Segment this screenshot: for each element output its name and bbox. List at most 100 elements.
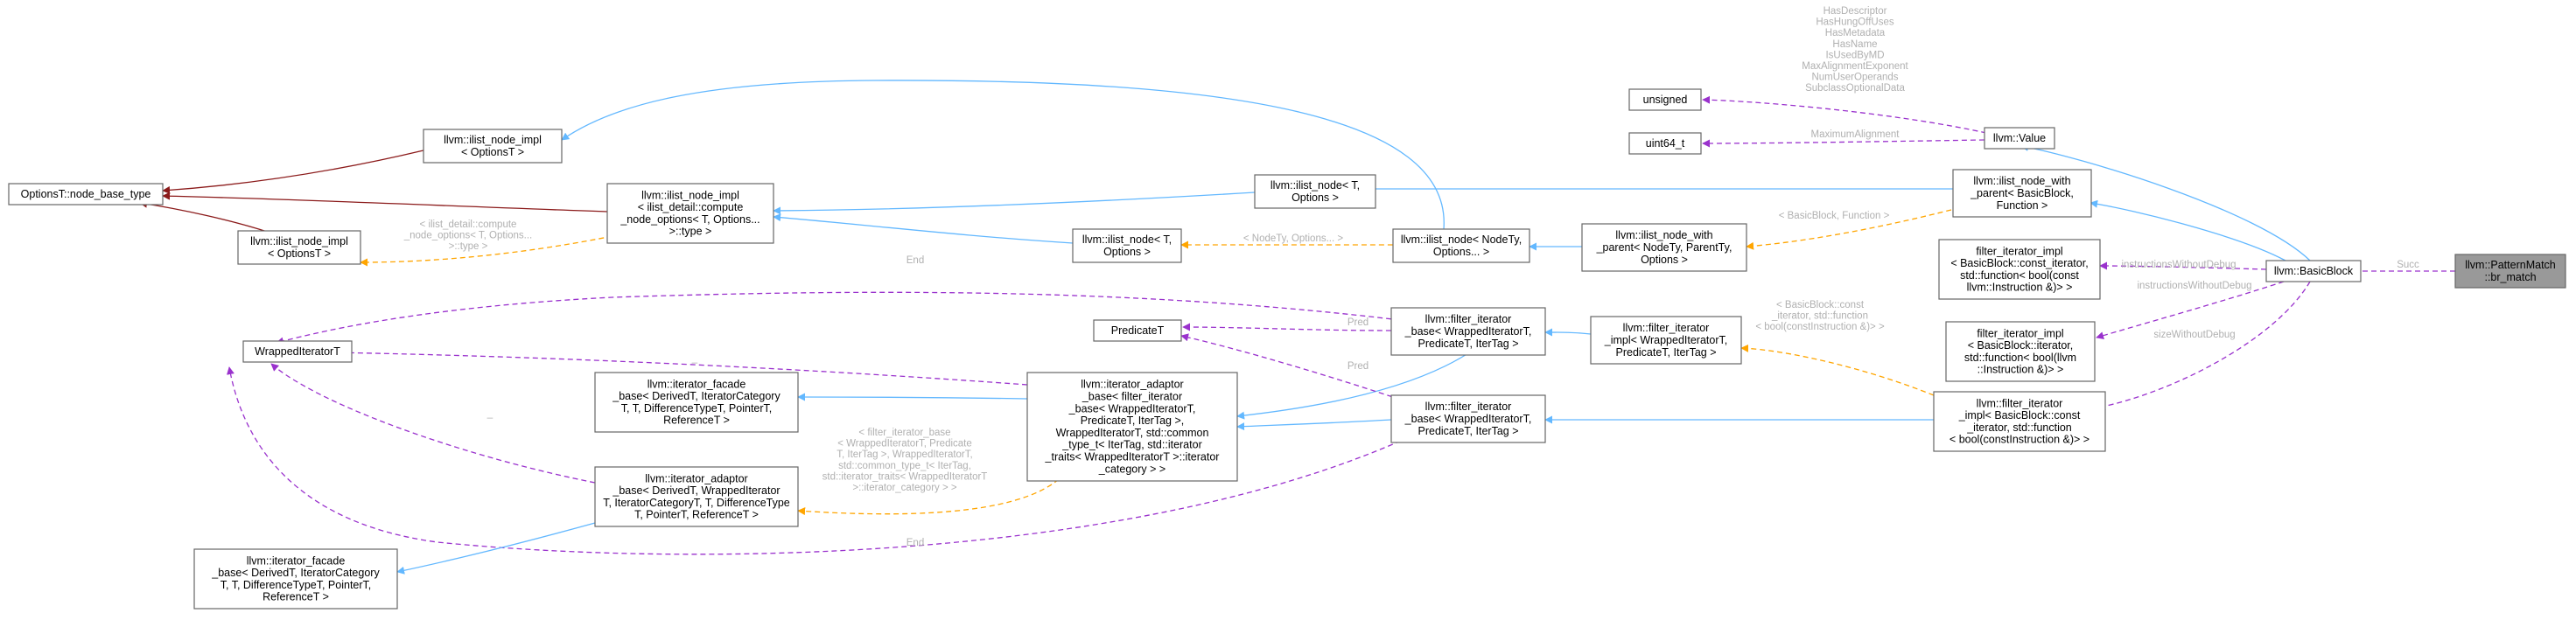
node-ilist-node-t-options-mid[interactable]: llvm::ilist_node< T,Options > [1072,228,1182,263]
edge-impl-compute-node-base-type [162,192,608,212]
node-label-line: llvm::iterator_adaptor [1081,379,1183,391]
node-label-line: < BasicBlock::iterator, [1968,339,2074,352]
node-options-node-base-type[interactable]: OptionsT::node_base_type [8,183,164,206]
node-label-line: _base< DerivedT, IteratorCategory [211,567,380,579]
node-label-line: _parent< NodeTy, ParentTy, [1596,241,1732,254]
edge-template-ilist-node-impl [360,235,613,267]
node-llvm-filter-iterator-impl-bb[interactable]: llvm::filter_iterator_impl< BasicBlock::… [1933,391,2106,452]
node-ilist-node-impl-left[interactable]: llvm::ilist_node_impl< OptionsT > [237,230,361,265]
node-label-line: ReferenceT > [663,415,730,427]
node-label-line: std::function< bool(llvm [1964,352,2076,364]
node-label-line: llvm::ilist_node_impl [444,134,542,146]
node-label-line: >::type > [669,226,712,238]
node-label: llvm::filter_iterator_base< WrappedItera… [1404,401,1532,437]
node-filter-iterator-impl-nonconst[interactable]: filter_iterator_impl< BasicBlock::iterat… [1945,321,2096,382]
node-label-line: llvm::ilist_node_with [1615,229,1712,241]
edge-label-line: >::iterator_category > > [852,483,957,493]
edge-filter-iterator-impl-base-top [1544,328,1592,337]
edge-adaptor-generic-wrapped [270,363,596,484]
node-ilist-node-impl-compute[interactable]: llvm::ilist_node_impl< ilist_detail::com… [606,183,774,244]
node-filter-iterator-base-top[interactable]: llvm::filter_iterator_base< WrappedItera… [1390,307,1546,356]
edge-label-line: < ilist_detail::compute [420,219,517,230]
edge-value-unsigned [1702,95,1987,134]
node-box [193,548,398,610]
edge-filter-base-bottom-predicate [1180,333,1410,403]
node-label-line: llvm::filter_iterator [1425,401,1512,413]
edge-adaptor-filter-wrapped [279,347,1028,386]
edge-label-line: HasName [1832,39,1877,50]
node-label-line: _category > > [1098,463,1166,475]
node-wrapped-iterator-t[interactable]: WrappedIteratorT [242,340,353,363]
edge-label-line: < WrappedIteratorT, Predicate [837,439,972,449]
node-label-line: _impl< WrappedIteratorT, [1604,334,1727,346]
edge-filter-base-bottom-wrapped-end [227,366,1410,555]
edge-label-size-without-debug: sizeWithoutDebug [2153,330,2235,340]
node-label-line: llvm::ilist_node< T, [1270,179,1360,192]
node-box [1390,394,1546,443]
node-box [1390,307,1546,356]
edge-filter-base-bottom-adaptor [1236,419,1392,431]
node-label-line: llvm::BasicBlock [2274,265,2354,277]
node-label: WrappedIteratorT [255,345,340,358]
node-label: llvm::filter_iterator_impl< WrappedItera… [1604,322,1727,359]
edge-value-uint64 [1702,139,1985,148]
node-label: llvm::ilist_node_impl< OptionsT > [444,134,542,158]
edge-basicblock-value [2020,143,2311,261]
edge-filter-base-top-wrapped-end [276,291,1401,345]
node-ilist-node-impl-top[interactable]: llvm::ilist_node_impl< OptionsT > [423,129,563,164]
node-label: llvm::iterator_facade_base< DerivedT, It… [211,554,380,603]
node-label-line: llvm::ilist_node< NodeTy, [1401,233,1522,246]
node-box [594,466,799,527]
node-unsigned[interactable]: unsigned [1628,88,1702,111]
node-filter-iterator-base-bottom[interactable]: llvm::filter_iterator_base< WrappedItera… [1390,394,1546,443]
edge-label-instructions-without-debug-1: instructionsWithoutDebug [2121,260,2236,270]
node-iterator-facade-base-bottom[interactable]: llvm::iterator_facade_base< DerivedT, It… [193,548,398,610]
node-box [1254,174,1376,209]
node-ilist-node-t-options-top[interactable]: llvm::ilist_node< T,Options > [1254,174,1376,209]
edge-label-line: T, IterTag >, WrappedIteratorT, [836,449,972,460]
node-predicate-t[interactable]: PredicateT [1093,319,1182,342]
node-iterator-adaptor-base-filter[interactable]: llvm::iterator_adaptor_base< filter_iter… [1026,372,1238,482]
node-uint64[interactable]: uint64_t [1628,132,1702,155]
node-label-line: _base< WrappedIteratorT, [1068,402,1196,415]
node-label: llvm::iterator_adaptor_base< filter_iter… [1045,379,1220,476]
node-iterator-adaptor-base-generic[interactable]: llvm::iterator_adaptor_base< DerivedT, W… [594,466,799,527]
node-box [1026,372,1238,482]
edge-basicblock-llvm-filter-iterator-impl [2097,281,2311,410]
edge-label-maximum-alignment: MaximumAlignment [1811,129,1900,140]
node-label-line: PredicateT, IterTag > [1616,346,1717,359]
edge-label-line: HasHungOffUses [1816,17,1894,28]
node-label-line: llvm::ilist_node_impl [250,235,348,247]
node-label-line: PredicateT [1111,324,1165,337]
edge-impl-top-node-base-type [162,150,424,194]
node-ilist-node-with-parent-bb[interactable]: llvm::ilist_node_with_parent< BasicBlock… [1952,169,2092,218]
node-label: llvm::ilist_node_impl< ilist_detail::com… [620,189,760,237]
node-value[interactable]: llvm::Value [1984,127,2055,150]
node-box [1392,228,1530,263]
edge-filter-base-top-predicate [1182,323,1392,331]
node-box [1952,169,2092,218]
node-iterator-facade-base-mid[interactable]: llvm::iterator_facade_base< DerivedT, It… [594,372,799,433]
node-label-line: PredicateT, IterTag > [1418,425,1519,437]
edge-label-line: NumUserOperands [1811,73,1898,83]
edge-label-line: < NodeTy, Options... > [1243,233,1343,244]
node-box [1938,239,2101,300]
node-box [1933,391,2106,452]
node-label-line: _base< WrappedIteratorT, [1404,413,1532,425]
node-label: llvm::iterator_facade_base< DerivedT, It… [612,378,780,426]
edge-label-line: < BasicBlock::const [1776,300,1865,310]
node-filter-iterator-impl-const[interactable]: filter_iterator_impl< BasicBlock::const_… [1938,239,2101,300]
edge-label-pred-bottom: Pred [1348,361,1368,372]
edge-ilist-node-mid-impl-compute [773,213,1074,244]
node-box [237,230,361,265]
node-pattern-match-br-match[interactable]: llvm::PatternMatch::br_match [2454,254,2566,289]
node-filter-iterator-impl-generic[interactable]: llvm::filter_iterator_impl< WrappedItera… [1590,316,1742,365]
node-ilist-node-nodety[interactable]: llvm::ilist_node< NodeTy,Options... > [1392,228,1530,263]
node-ilist-node-with-parent-generic[interactable]: llvm::ilist_node_with_parent< NodeTy, Pa… [1581,223,1747,272]
edge-filter-base-top-adaptor [1236,349,1474,420]
edge-label-line: _iterator, std::function [1771,311,1868,322]
node-label: llvm::PatternMatch::br_match [2465,259,2556,283]
node-label: llvm::filter_iterator_impl< BasicBlock::… [1950,397,2090,445]
node-basic-block[interactable]: llvm::BasicBlock [2265,260,2362,282]
